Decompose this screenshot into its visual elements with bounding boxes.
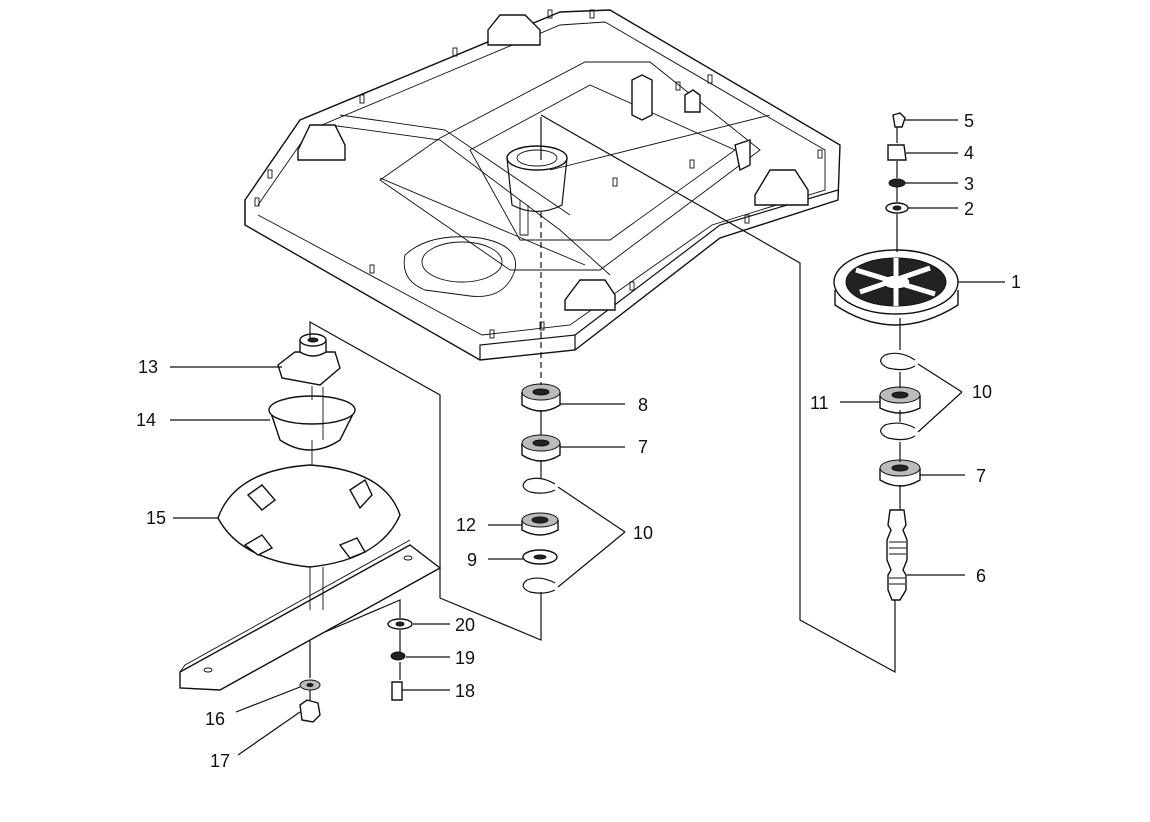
assembly-lines — [309, 114, 901, 700]
callout-18: 18 — [455, 681, 475, 701]
callout-labels: 5 4 3 2 1 11 10 7 6 8 7 10 12 9 13 14 15… — [136, 111, 1021, 771]
callout-1: 1 — [1011, 272, 1021, 292]
part-7-bearing-center — [521, 434, 561, 462]
callout-12: 12 — [456, 515, 476, 535]
mower-deck — [244, 9, 841, 361]
part-16-washer — [299, 679, 321, 691]
callout-9: 9 — [467, 550, 477, 570]
callout-14: 14 — [136, 410, 156, 430]
part-20-washer — [387, 618, 413, 630]
callout-7-right: 7 — [976, 466, 986, 486]
callout-8: 8 — [638, 395, 648, 415]
part-10-snap-ring-center-upper — [522, 477, 556, 494]
callout-19: 19 — [455, 648, 475, 668]
part-10-snap-ring-center-lower — [522, 577, 556, 594]
part-5-grease-fitting — [892, 112, 906, 128]
callout-11: 11 — [810, 393, 829, 413]
callout-6: 6 — [976, 566, 986, 586]
part-13-mounting-flange — [277, 333, 341, 386]
callout-2: 2 — [964, 199, 974, 219]
callout-20: 20 — [455, 615, 475, 635]
part-17-nut — [299, 699, 321, 723]
callout-10-right: 10 — [972, 382, 992, 402]
part-18-bolt — [391, 681, 403, 701]
part-10-snap-ring-lower — [880, 422, 916, 441]
callout-4: 4 — [964, 143, 974, 163]
part-4-nut — [887, 144, 907, 161]
part-3-lock-washer — [888, 178, 906, 188]
part-1-pulley — [833, 249, 959, 326]
callout-5: 5 — [964, 111, 974, 131]
part-15-blade-hub — [217, 464, 401, 568]
part-9-spacer — [522, 549, 558, 565]
callout-13: 13 — [138, 357, 158, 377]
part-10-snap-ring-upper — [880, 352, 916, 371]
blade — [179, 539, 442, 691]
part-8-bearing — [521, 383, 561, 412]
part-7-bearing-right — [879, 459, 921, 487]
part-6-spindle-shaft — [886, 509, 908, 601]
callout-10-center: 10 — [633, 523, 653, 543]
part-11-bearing — [879, 386, 921, 414]
callout-17: 17 — [210, 751, 230, 771]
part-14-cup — [268, 395, 356, 451]
center-bearing-stack — [521, 383, 561, 594]
part-12-bearing — [521, 512, 559, 536]
callout-7-center: 7 — [638, 437, 648, 457]
callout-16: 16 — [205, 709, 225, 729]
callout-3: 3 — [964, 174, 974, 194]
leader-lines — [170, 119, 1005, 756]
part-19-lock-washer — [390, 651, 406, 661]
pulley-assembly — [833, 112, 959, 601]
callout-15: 15 — [146, 508, 166, 528]
blade-assembly — [179, 333, 442, 723]
